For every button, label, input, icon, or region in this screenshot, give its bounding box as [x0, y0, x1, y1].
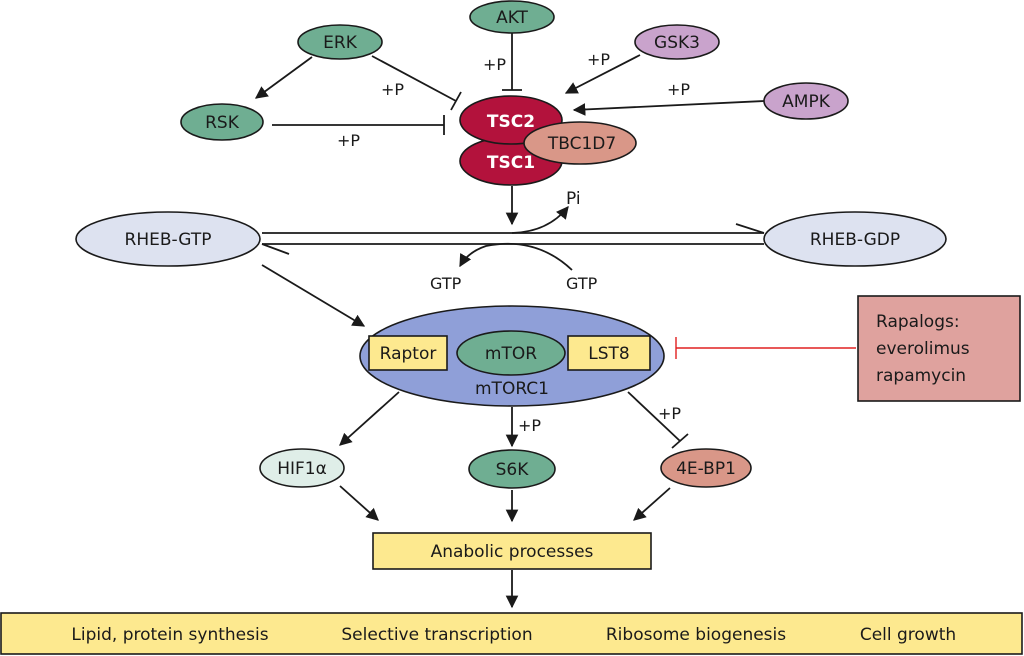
- raptor-label: Raptor: [380, 344, 437, 364]
- mtor-label: mTOR: [485, 344, 537, 364]
- akt-inhibits-tsc2-edge: [502, 31, 522, 91]
- outputs-bar: Lipid, protein synthesis Selective trans…: [0, 612, 1023, 655]
- mtorc1-label: mTORC1: [475, 379, 549, 399]
- akt-p-label: +P: [483, 55, 506, 74]
- lst8-label: LST8: [588, 344, 629, 364]
- erk-node: ERK: [297, 24, 383, 60]
- mtorc1-inhibits-4ebp1-edge: [627, 391, 689, 449]
- ampk-to-tsc2-edge: [572, 100, 765, 116]
- gsk3-node: GSK3: [634, 24, 720, 60]
- gtp-right-label: GTP: [566, 274, 598, 293]
- rsk-inhibits-tsc2-edge: [272, 115, 445, 135]
- rheb-gtp-node: RHEB-GTP: [75, 211, 261, 267]
- ampk-node: AMPK: [763, 82, 849, 120]
- 4ebp1-node: 4E-BP1: [660, 448, 752, 488]
- rheb-exchange-edge: [261, 223, 765, 255]
- svg-text:Rapalogs:: Rapalogs:: [876, 312, 960, 332]
- svg-text:AKT: AKT: [496, 8, 528, 28]
- gsk3-p-label: +P: [587, 50, 610, 69]
- mtorc1-to-hif1a-edge: [339, 391, 400, 446]
- output-lipid-protein: Lipid, protein synthesis: [71, 625, 268, 645]
- svg-text:everolimus: everolimus: [876, 339, 970, 359]
- mtor-node: [456, 330, 566, 376]
- raptor-box: [368, 335, 448, 371]
- svg-text:RHEB-GDP: RHEB-GDP: [810, 230, 900, 250]
- pi-release-edge: [511, 206, 569, 234]
- svg-text:ERK: ERK: [323, 33, 358, 53]
- svg-text:TSC2: TSC2: [487, 112, 535, 132]
- erk-inhibits-tsc2-edge: [371, 55, 462, 111]
- output-cell-growth: Cell growth: [860, 625, 956, 645]
- ampk-p-label: +P: [667, 80, 690, 99]
- akt-node: AKT: [469, 0, 555, 34]
- s6k-node: S6K: [468, 449, 556, 489]
- rsk-node: RSK: [180, 103, 264, 141]
- svg-text:RHEB-GTP: RHEB-GTP: [125, 230, 212, 250]
- svg-text:TSC1: TSC1: [487, 153, 535, 173]
- hif1a-to-anabolic-edge: [339, 485, 379, 521]
- gtp-left-label: GTP: [430, 274, 462, 293]
- erk-to-rsk-edge: [254, 56, 313, 99]
- rheb-to-mtorc1-edge: [261, 264, 366, 327]
- svg-text:4E-BP1: 4E-BP1: [676, 459, 736, 479]
- svg-text:HIF1α: HIF1α: [277, 459, 327, 479]
- rsk-p-label: +P: [337, 131, 360, 150]
- svg-text:RSK: RSK: [205, 113, 240, 133]
- anabolic-processes-box: Anabolic processes: [372, 532, 652, 570]
- svg-text:TBC1D7: TBC1D7: [547, 134, 616, 154]
- output-ribosome-biogenesis: Ribosome biogenesis: [606, 625, 786, 645]
- rapalogs-box: Rapalogs: everolimus rapamycin: [857, 295, 1021, 402]
- 4ebp1-to-anabolic-edge: [633, 487, 671, 521]
- gsk3-to-tsc2-edge: [564, 54, 641, 94]
- svg-text:S6K: S6K: [496, 460, 530, 480]
- erk-p-label: +P: [381, 80, 404, 99]
- mtorc1-complex: Raptor LST8 mTOR mTORC1: [359, 305, 665, 407]
- output-selective-transcription: Selective transcription: [341, 625, 532, 645]
- svg-text:Anabolic processes: Anabolic processes: [431, 542, 594, 562]
- svg-text:AMPK: AMPK: [782, 92, 831, 112]
- svg-text:GSK3: GSK3: [654, 33, 700, 53]
- gtp-exchange-edge: [459, 242, 573, 271]
- lst8-box: [567, 335, 651, 371]
- pi-label: Pi: [566, 189, 581, 209]
- svg-text:rapamycin: rapamycin: [876, 366, 966, 386]
- 4ebp1-p-label: +P: [658, 404, 681, 423]
- rheb-gdp-node: RHEB-GDP: [763, 211, 947, 267]
- s6k-p-label: +P: [518, 416, 541, 435]
- rapalogs-inhibit-edge: [675, 337, 856, 359]
- hif1a-node: HIF1α: [259, 448, 345, 488]
- tbc1d7-node: TBC1D7: [523, 121, 637, 165]
